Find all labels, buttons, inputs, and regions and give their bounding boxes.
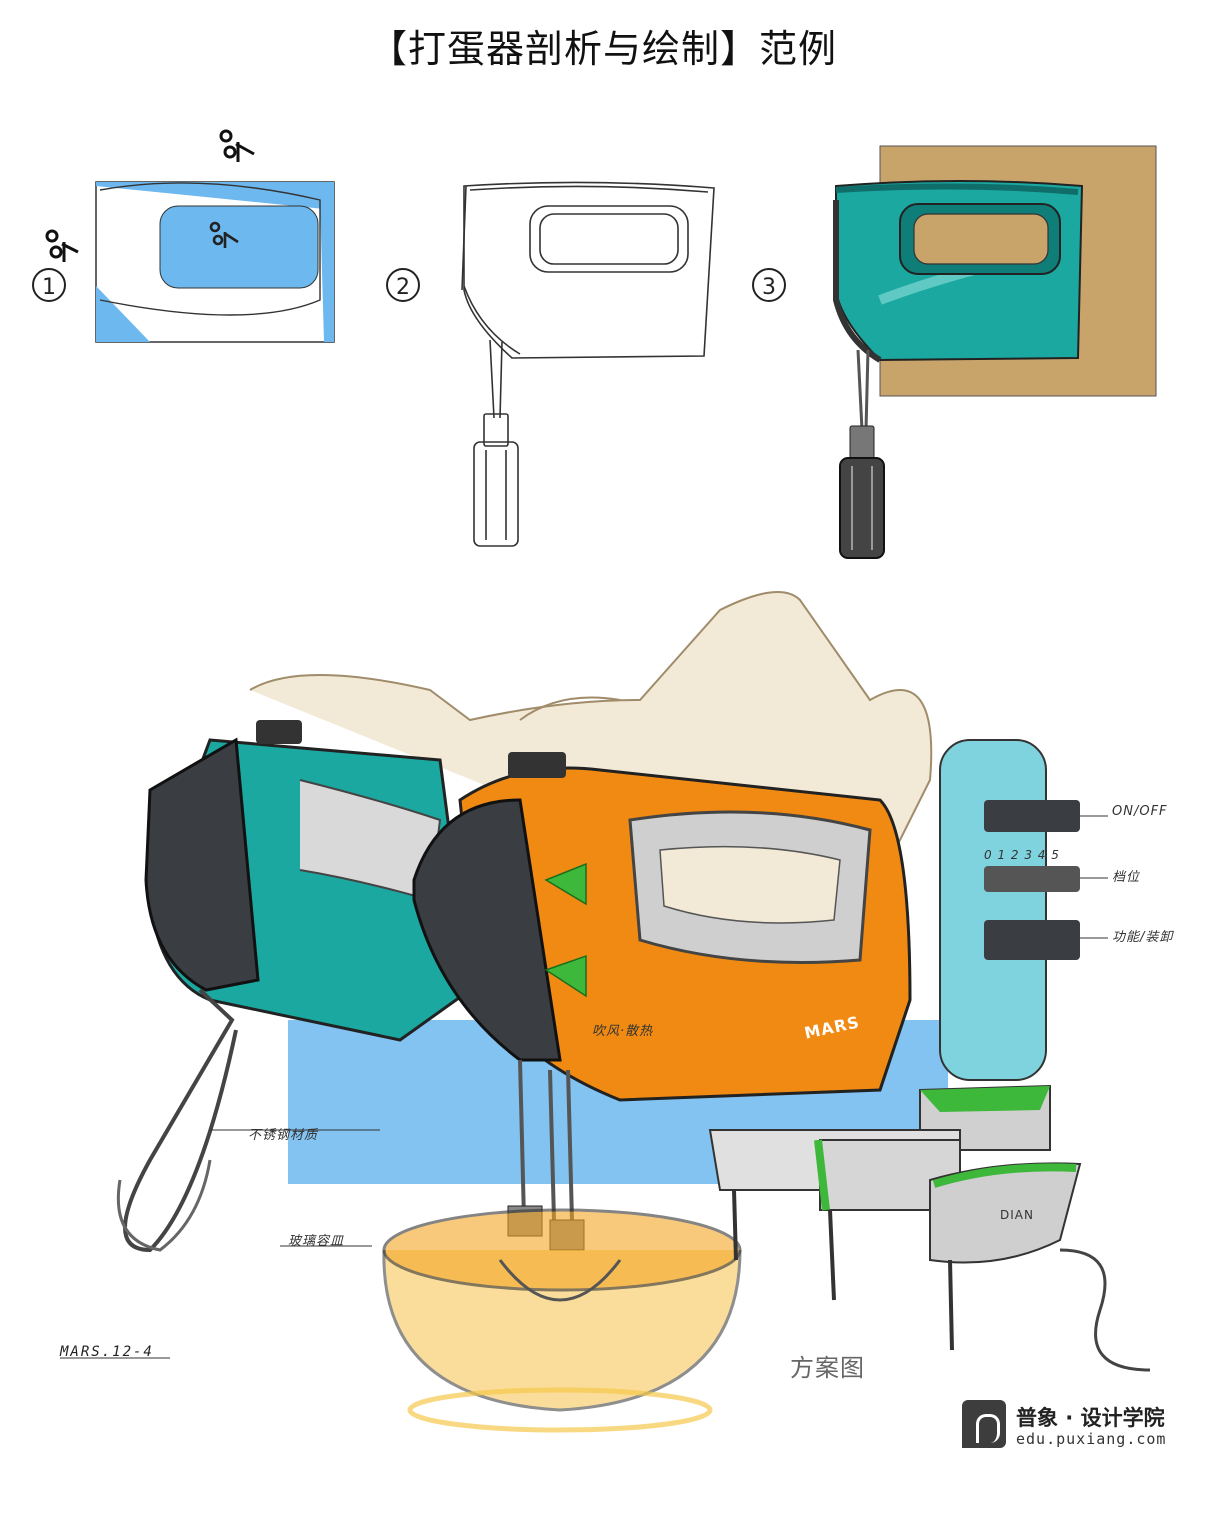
step-2-label: 2	[386, 268, 420, 302]
glass-bowl-label: 玻璃容皿	[288, 1234, 345, 1249]
step-1-sketch	[45, 129, 335, 343]
scissor-icon	[209, 221, 239, 248]
gear-label: 档位	[1112, 870, 1141, 885]
plan-view-label: 方案图	[790, 1354, 865, 1382]
speed-scale-label: 0 1 2 3 4 5	[984, 848, 1060, 862]
bottom-label: DIAN	[1000, 1208, 1034, 1222]
step-2-sketch	[461, 181, 715, 547]
page-title: 【打蛋器剖析与绘制】范例	[368, 27, 837, 71]
function-unload-label: 功能/装卸	[1112, 930, 1174, 945]
step-1-label: 1	[32, 268, 66, 302]
step-3-label: 3	[752, 268, 786, 302]
logo-url: edu.puxiang.com	[1016, 1430, 1167, 1448]
whisk-material-label: 不锈钢材质	[248, 1128, 319, 1143]
logo-name: 普象 · 设计学院	[1016, 1406, 1165, 1430]
on-off-label: ON/OFF	[1112, 804, 1168, 819]
scissor-icon	[45, 229, 79, 262]
step-3-sketch	[833, 145, 1157, 559]
scissor-icon	[219, 129, 255, 162]
vent-pattern-label: 吹风·散热	[592, 1024, 654, 1039]
signature: MARS.12-4	[60, 1344, 154, 1360]
logo-mark-icon	[962, 1400, 1006, 1448]
